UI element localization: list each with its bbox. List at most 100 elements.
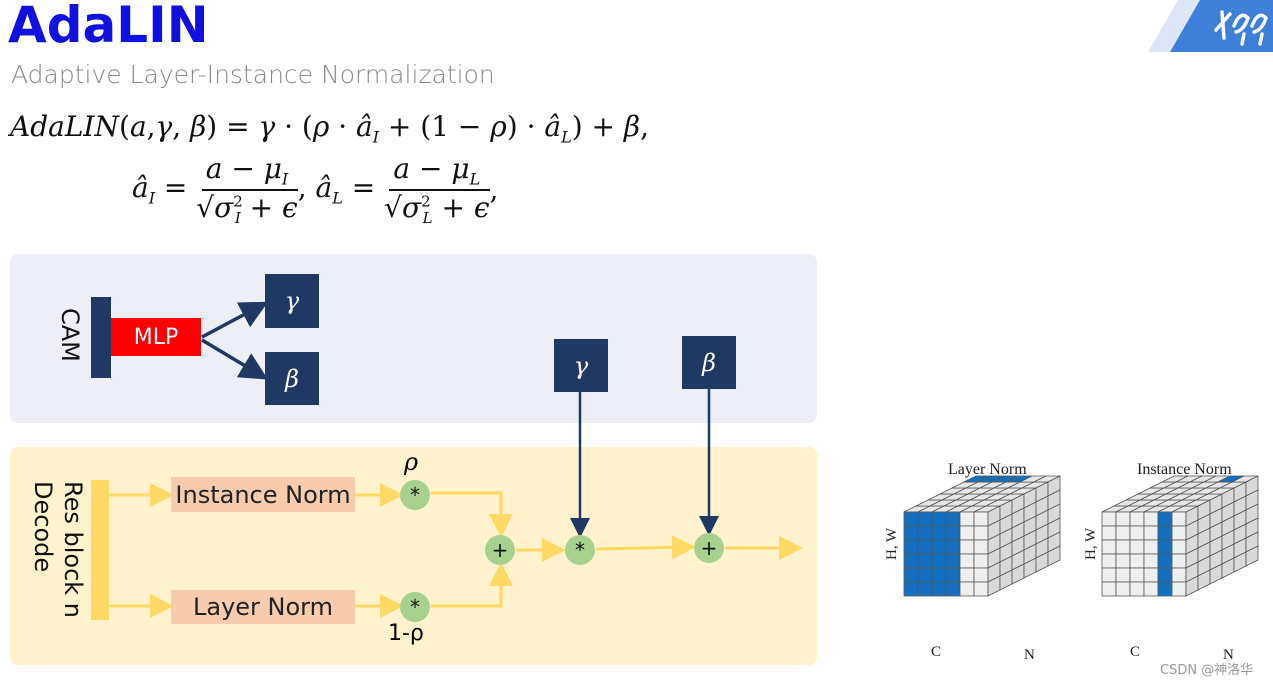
gamma-box: γ (554, 339, 608, 392)
res-block-bar (91, 480, 109, 620)
cube-cell (917, 539, 933, 555)
cube-cell (917, 553, 933, 569)
cube-cell (931, 511, 947, 527)
cube-cell (973, 553, 989, 569)
cube-cell (917, 511, 933, 527)
cube-cell (1171, 511, 1187, 527)
cube-cell (1157, 525, 1173, 541)
cube-cell (931, 567, 947, 583)
cube-cell (903, 539, 919, 555)
cube-cell (903, 525, 919, 541)
instance-norm-block: Instance Norm (171, 477, 355, 512)
add-node-beta: + (694, 533, 724, 563)
cube-cell (1171, 581, 1187, 597)
instance-norm-axis-n: N (1223, 647, 1234, 663)
cube-cell (1047, 545, 1061, 567)
cube-cell (1129, 553, 1145, 569)
cube-cell (1143, 567, 1159, 583)
formula-adalin: AdaLIN(a,γ, β) = γ · (ρ · âI + (1 − ρ) ·… (10, 110, 649, 147)
cube-cell (945, 525, 961, 541)
page-subtitle: Adaptive Layer-Instance Normalization (11, 60, 495, 89)
cube-cell (1245, 545, 1259, 567)
cube-cell (917, 525, 933, 541)
logo-icon (1148, 0, 1273, 52)
cube-cell (959, 553, 975, 569)
cube-cell (1115, 581, 1131, 597)
cube-cell (959, 525, 975, 541)
cube-cell (973, 567, 989, 583)
page-title: AdaLIN (8, 0, 209, 54)
beta-box: β (682, 336, 736, 389)
instance-norm-axis-c: C (1130, 644, 1141, 660)
cube-cell (1101, 525, 1117, 541)
instance-norm-cube-title: Instance Norm (1137, 461, 1232, 478)
cube-cell (1143, 581, 1159, 597)
cube-cell (1129, 525, 1145, 541)
cube-cell (1143, 553, 1159, 569)
beta-box-top: β (265, 352, 319, 405)
cube-cell (931, 581, 947, 597)
watermark: CSDN @神洛华 (1160, 663, 1254, 678)
cube-cell (1143, 539, 1159, 555)
layer-norm-axis-n: N (1024, 647, 1035, 663)
cube-cell (917, 581, 933, 597)
cube-cell (973, 525, 989, 541)
cube-cell (973, 581, 989, 597)
cube-cell (931, 525, 947, 541)
cube-cell (903, 567, 919, 583)
rho-label: ρ (404, 448, 419, 476)
cube-cell (1171, 567, 1187, 583)
cube-cell (1129, 539, 1145, 555)
cube-cell (1171, 525, 1187, 541)
add-node-mix: + (485, 535, 515, 565)
cube-cell (1115, 567, 1131, 583)
cube-cell (1101, 539, 1117, 555)
multiply-node-gamma: * (565, 535, 595, 565)
cube-cell (959, 567, 975, 583)
cube-cell (945, 553, 961, 569)
cube-cell (945, 539, 961, 555)
cube-cell (1101, 511, 1117, 527)
cube-cell (973, 511, 989, 527)
cube-cell (1143, 511, 1159, 527)
cube-cell (1157, 567, 1173, 583)
cube-cell (1157, 539, 1173, 555)
gamma-box-top: γ (265, 274, 319, 328)
mlp-block: MLP (111, 318, 201, 356)
cube-cell (1115, 553, 1131, 569)
cube-cell (959, 581, 975, 597)
cube-cell (903, 511, 919, 527)
cube-cell (1115, 511, 1131, 527)
cube-cell (1115, 525, 1131, 541)
cube-cell (1171, 553, 1187, 569)
cube-cell (945, 581, 961, 597)
cube-cell (1129, 581, 1145, 597)
cube-cell (903, 581, 919, 597)
one-minus-rho-label: 1-ρ (388, 621, 424, 646)
cube-cell (945, 567, 961, 583)
layer-norm-cube-title: Layer Norm (948, 461, 1027, 478)
cube-cell (973, 539, 989, 555)
cube-cell (959, 511, 975, 527)
cube-cell (1157, 581, 1173, 597)
cube-cell (1157, 511, 1173, 527)
cube-cell (1129, 511, 1145, 527)
cube-cell (1101, 581, 1117, 597)
cube-cell (903, 553, 919, 569)
cube-cell (1157, 553, 1173, 569)
cube-cell (917, 567, 933, 583)
cam-bar (91, 297, 111, 378)
layer-norm-block: Layer Norm (171, 590, 355, 624)
cube-cell (1115, 539, 1131, 555)
one-minus-rho-text: 1-ρ (388, 621, 424, 646)
cube-cell (931, 553, 947, 569)
cube-cell (1101, 553, 1117, 569)
layer-norm-axis-c: C (931, 644, 942, 660)
cam-label: CAM (56, 308, 84, 362)
cube-cell (1129, 567, 1145, 583)
cube-cell (1171, 539, 1187, 555)
cube-cell (1101, 567, 1117, 583)
multiply-node-instance: * (400, 480, 430, 510)
